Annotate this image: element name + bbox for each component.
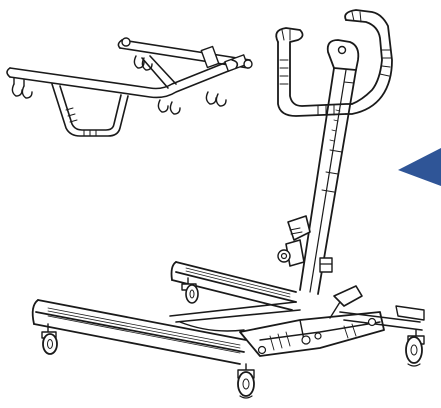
handle-bar [275, 9, 393, 117]
castor-rear-left [181, 277, 199, 304]
sling-hook-icon [11, 77, 33, 99]
sling-hook-icon [205, 91, 227, 107]
castor-front-left [41, 323, 58, 355]
castor-rear-right [405, 329, 425, 367]
mast [277, 39, 360, 295]
castor-front-right [237, 363, 255, 399]
arrow-icon [398, 148, 441, 186]
sling-hook-icon [133, 55, 181, 115]
base-legs [31, 261, 425, 365]
sling-bar-assembly [6, 37, 253, 137]
